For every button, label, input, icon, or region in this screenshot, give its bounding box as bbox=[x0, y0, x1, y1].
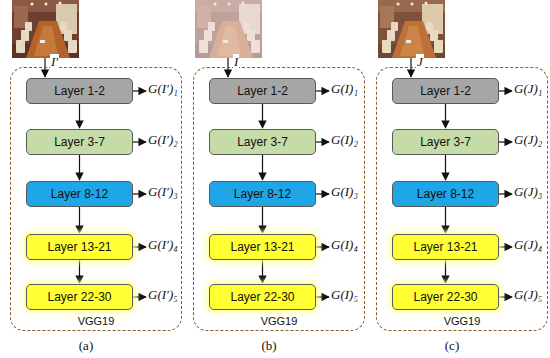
output-arrow bbox=[316, 141, 329, 142]
output-arrow bbox=[133, 296, 146, 297]
layer-box: Layer 3-7 bbox=[209, 129, 316, 155]
layer-box: Layer 1-2 bbox=[392, 78, 499, 104]
layer-label: Layer 1-2 bbox=[420, 84, 471, 98]
layer-label: Layer 3-7 bbox=[420, 135, 471, 149]
feature-output: G(J)₁ bbox=[514, 81, 542, 97]
input-symbol: J bbox=[416, 54, 424, 70]
layer-box: Layer 13-21 bbox=[26, 234, 133, 260]
feature-output: G(J)₃ bbox=[514, 184, 542, 200]
layer-label: Layer 1-2 bbox=[237, 84, 288, 98]
layer-label: Layer 22-30 bbox=[413, 290, 477, 304]
edge-group bbox=[80, 104, 446, 283]
layer-label: Layer 3-7 bbox=[237, 135, 288, 149]
flow-arrow bbox=[445, 104, 446, 128]
output-arrow bbox=[499, 246, 512, 247]
layer-label: Layer 8-12 bbox=[234, 187, 291, 201]
output-arrow bbox=[316, 296, 329, 297]
feature-output: G(I)₃ bbox=[331, 184, 358, 200]
output-arrow bbox=[499, 296, 512, 297]
flow-arrow bbox=[79, 260, 80, 283]
feature-output: G(I)₅ bbox=[331, 287, 358, 303]
subfigure-caption: (c) bbox=[445, 338, 459, 354]
layer-label: Layer 13-21 bbox=[413, 240, 477, 254]
output-arrow bbox=[133, 193, 146, 194]
layer-label: Layer 13-21 bbox=[47, 240, 111, 254]
haze-overlay bbox=[195, 0, 262, 58]
output-arrow bbox=[316, 193, 329, 194]
feature-output: G(I′)₂ bbox=[148, 132, 178, 148]
layer-label: Layer 3-7 bbox=[54, 135, 105, 149]
feature-output: G(I)₂ bbox=[331, 132, 358, 148]
output-arrow bbox=[133, 246, 146, 247]
layer-label: Layer 22-30 bbox=[47, 290, 111, 304]
layer-box: Layer 22-30 bbox=[209, 284, 316, 310]
flow-arrow bbox=[262, 207, 263, 233]
flow-arrow bbox=[445, 260, 446, 283]
layer-box: Layer 22-30 bbox=[26, 284, 133, 310]
output-arrow bbox=[316, 90, 329, 91]
flow-arrow bbox=[79, 104, 80, 128]
flow-arrow bbox=[262, 104, 263, 128]
input-symbol: I bbox=[233, 54, 239, 70]
feature-output: G(J)₄ bbox=[514, 237, 542, 253]
flow-arrow bbox=[445, 207, 446, 233]
subfigure-caption: (a) bbox=[79, 338, 93, 354]
layer-box: Layer 3-7 bbox=[392, 129, 499, 155]
output-arrow bbox=[499, 90, 512, 91]
feature-output: G(I′)₅ bbox=[148, 287, 178, 303]
flow-arrow bbox=[445, 155, 446, 180]
feature-output: G(J)₅ bbox=[514, 287, 542, 303]
output-arrow bbox=[316, 246, 329, 247]
flow-arrow bbox=[79, 155, 80, 180]
enhance-tint bbox=[378, 0, 445, 58]
input-symbol: I′ bbox=[50, 54, 59, 70]
subfigure-caption: (b) bbox=[261, 338, 276, 354]
flow-arrow bbox=[262, 260, 263, 283]
layer-box: Layer 1-2 bbox=[209, 78, 316, 104]
layer-box: Layer 3-7 bbox=[26, 129, 133, 155]
layer-box: Layer 8-12 bbox=[26, 181, 133, 207]
feature-output: G(I)₄ bbox=[331, 237, 358, 253]
layer-box: Layer 1-2 bbox=[26, 78, 133, 104]
room-photo bbox=[378, 0, 445, 58]
layer-label: Layer 8-12 bbox=[51, 187, 108, 201]
flow-arrow bbox=[79, 207, 80, 233]
layer-box: Layer 13-21 bbox=[209, 234, 316, 260]
layer-box: Layer 8-12 bbox=[209, 181, 316, 207]
layer-label: Layer 13-21 bbox=[230, 240, 294, 254]
layer-box: Layer 22-30 bbox=[392, 284, 499, 310]
layer-label: Layer 8-12 bbox=[417, 187, 474, 201]
feature-output: G(I′)₄ bbox=[148, 237, 178, 253]
feature-output: G(I′)₃ bbox=[148, 184, 178, 200]
output-arrow bbox=[499, 141, 512, 142]
feature-output: G(I′)₁ bbox=[148, 81, 178, 97]
feature-output: G(I)₁ bbox=[331, 81, 358, 97]
flow-arrow bbox=[262, 155, 263, 180]
layer-box: Layer 13-21 bbox=[392, 234, 499, 260]
layer-box: Layer 8-12 bbox=[392, 181, 499, 207]
output-arrow bbox=[499, 193, 512, 194]
room-photo bbox=[195, 0, 262, 58]
feature-output: G(J)₂ bbox=[514, 132, 542, 148]
output-arrow bbox=[133, 90, 146, 91]
output-arrow bbox=[133, 141, 146, 142]
layer-label: Layer 22-30 bbox=[230, 290, 294, 304]
room-photo bbox=[12, 0, 79, 58]
layer-label: Layer 1-2 bbox=[54, 84, 105, 98]
network-name: VGG19 bbox=[194, 315, 364, 327]
network-name: VGG19 bbox=[11, 315, 181, 327]
network-name: VGG19 bbox=[377, 315, 547, 327]
